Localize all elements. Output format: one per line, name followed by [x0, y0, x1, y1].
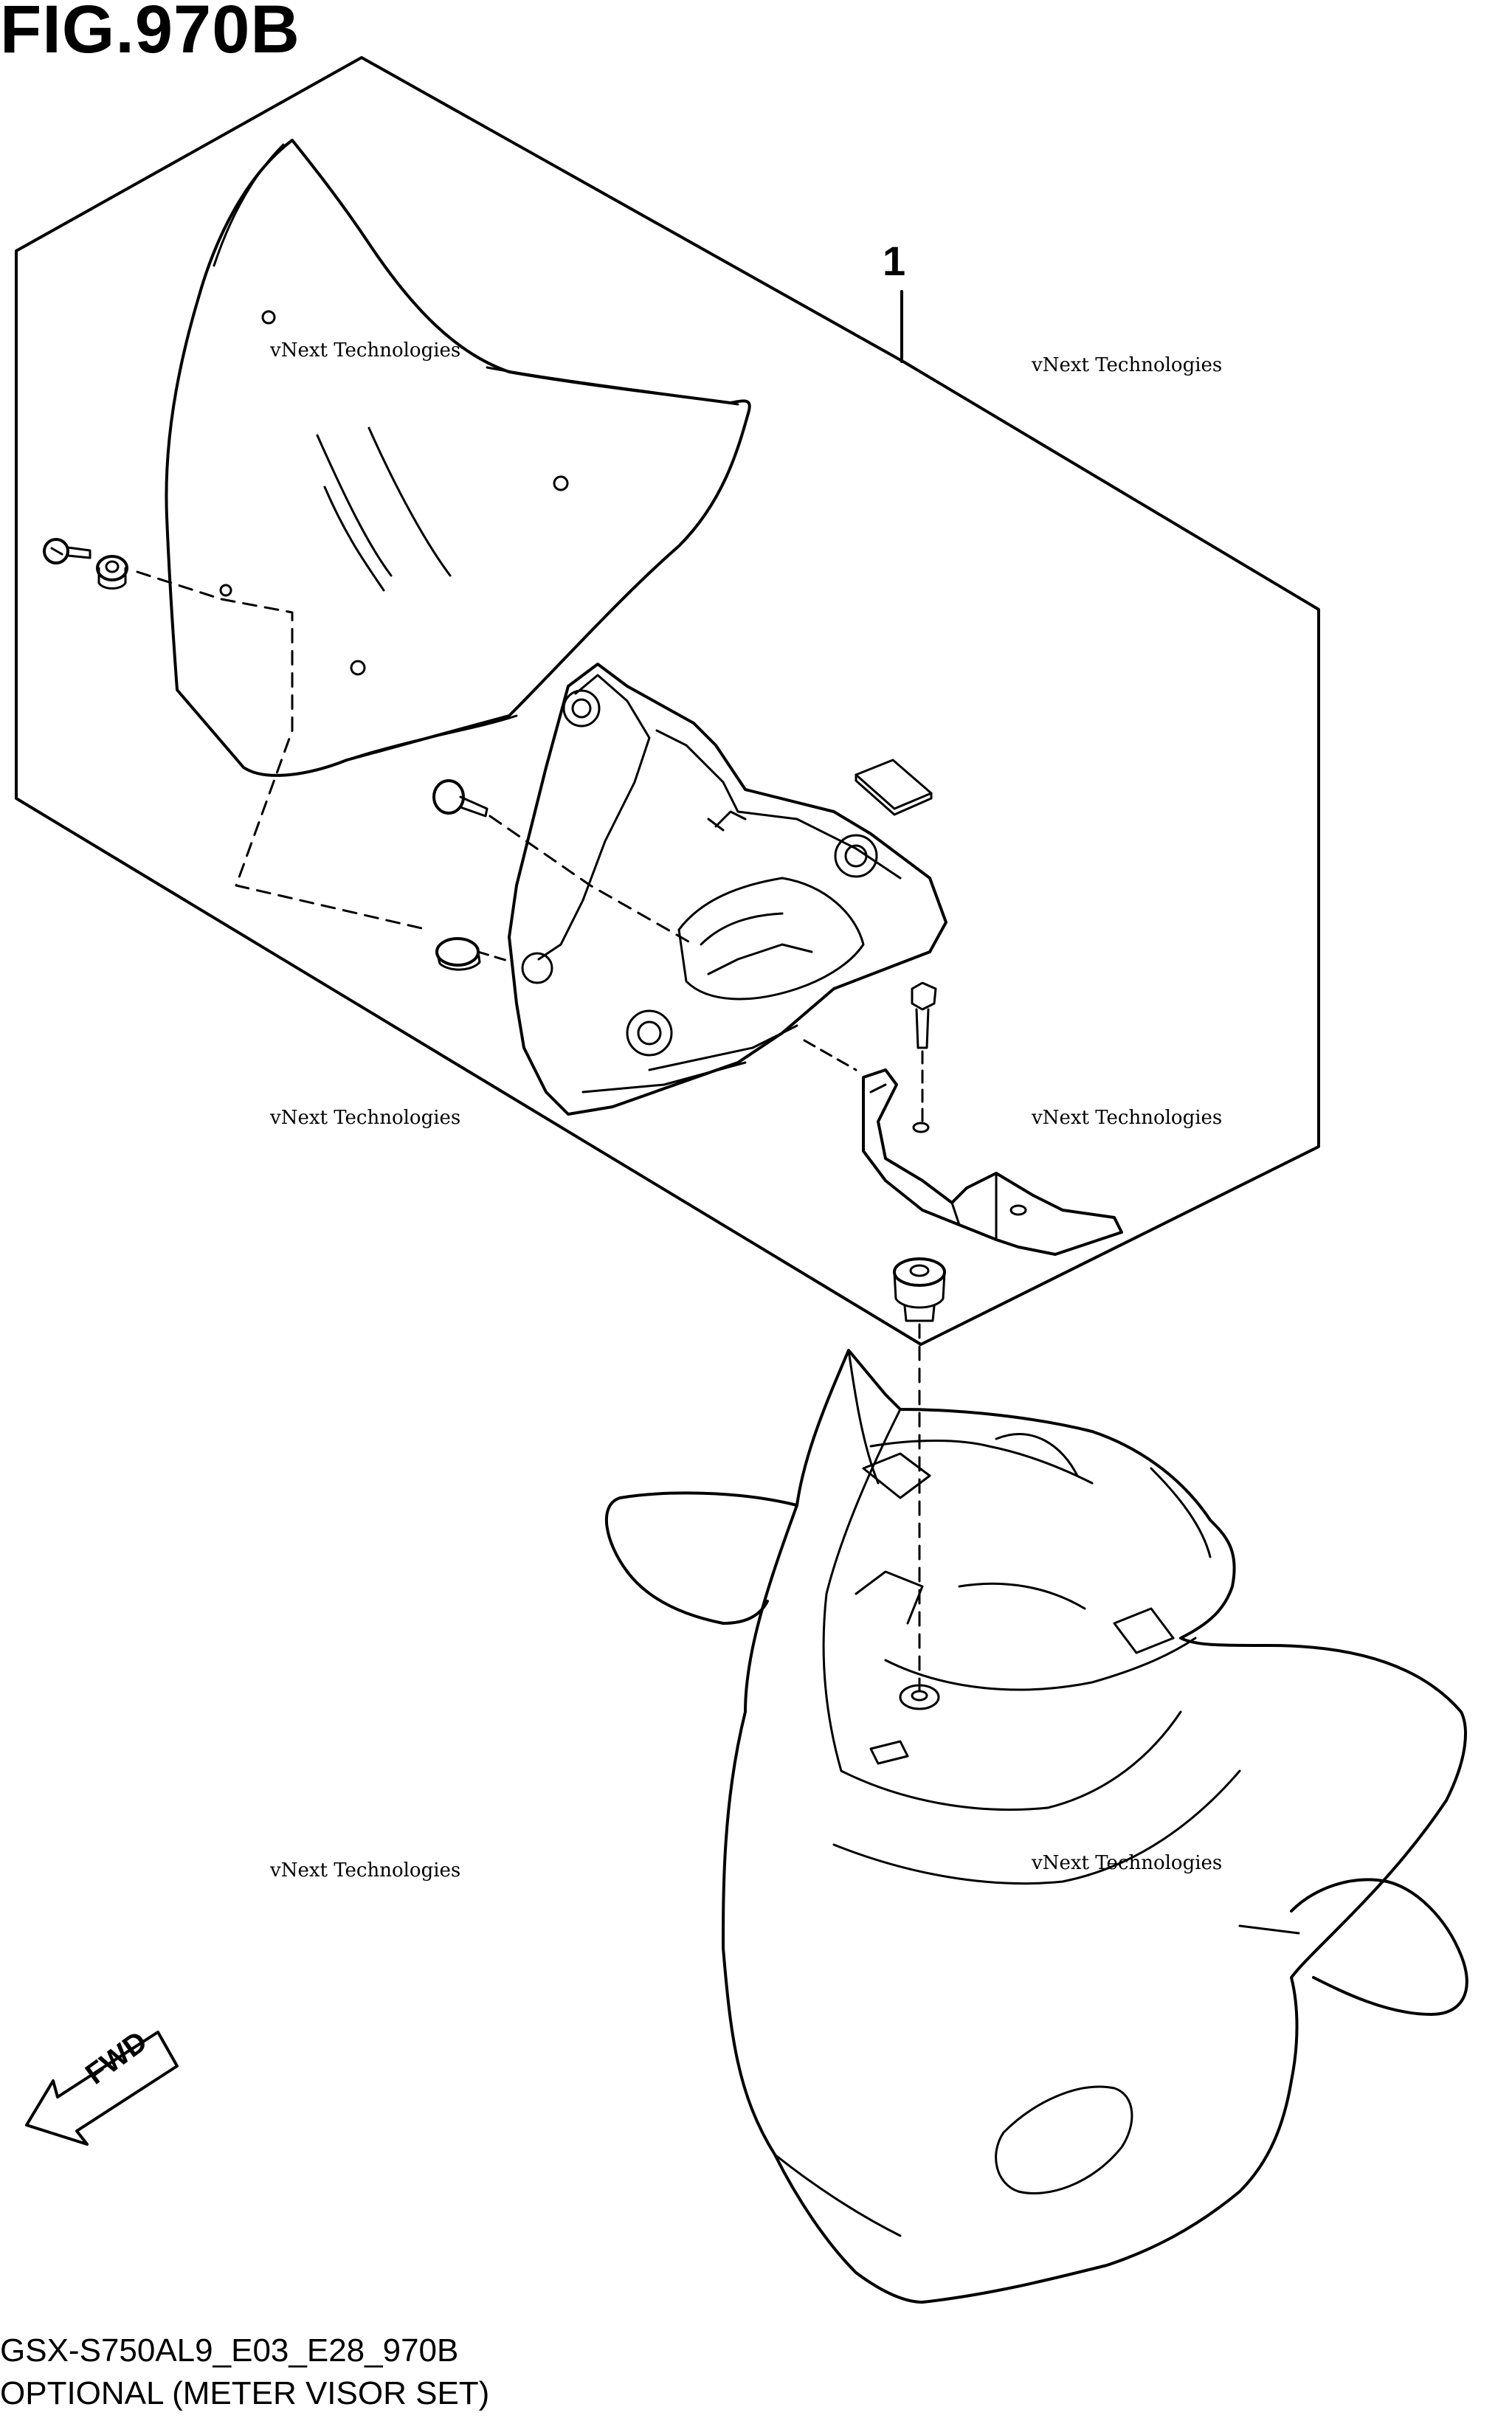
grommet-icon — [893, 1257, 946, 1691]
figure-title: FIG.970B — [0, 0, 300, 67]
bracket-icon — [508, 663, 947, 1116]
callout-number: 1 — [883, 238, 906, 284]
bolt-icon-left — [432, 779, 695, 946]
bolt-icon — [911, 981, 937, 1123]
windscreen-icon — [165, 139, 751, 777]
cowl-icon — [604, 1349, 1468, 2304]
collar-icon — [435, 937, 509, 971]
figure-code: GSX-S750AL9_E03_E28_970B — [0, 2332, 459, 2369]
kit-boundary — [15, 56, 1320, 1346]
washer-icon — [96, 555, 128, 590]
figure-caption: OPTIONAL (METER VISOR SET) — [0, 2375, 490, 2411]
label-plate-icon — [855, 759, 933, 816]
screw-icon — [43, 538, 92, 564]
fwd-arrow-icon[interactable] — [25, 2031, 179, 2146]
stay-icon — [862, 1068, 1123, 1256]
